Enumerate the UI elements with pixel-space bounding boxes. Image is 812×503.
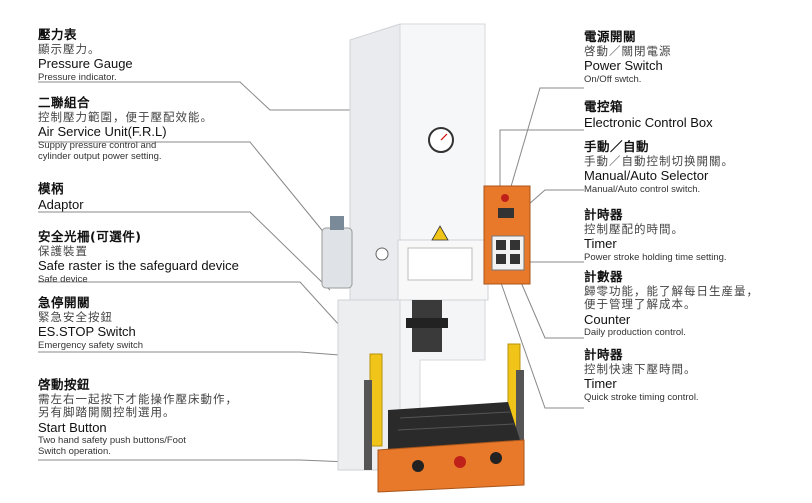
en-title: Adaptor	[38, 196, 84, 212]
callout-manual-auto-selector: 手動／自動 手動／自動控制切换開關。 Manual/Auto Selector …	[584, 139, 734, 195]
cn-title: 二聯組合	[38, 95, 91, 110]
en-title: Electronic Control Box	[584, 114, 713, 130]
cn-title: 模柄	[38, 181, 65, 196]
warning-label	[407, 247, 473, 281]
cn-desc-2: 另有脚踏開關控制選用。	[38, 405, 176, 420]
cn-desc: 控制快速下壓時間。	[584, 361, 697, 376]
en-title: Timer	[584, 376, 617, 392]
cn-desc: 控制壓力範圍，便于壓配效能。	[38, 109, 213, 124]
en-desc: Pressure indicator.	[38, 71, 117, 83]
cn-title: 安全光柵(可選件)	[38, 229, 142, 244]
emergency-stop-button	[454, 456, 466, 468]
callout-power-switch: 電源開關 啓動／關閉電源 Power Switch On/Off swtch.	[584, 29, 672, 85]
en-desc-2: Switch operation.	[38, 446, 111, 458]
en-desc: Suppiy pressure control and	[38, 139, 157, 151]
callout-air-service-unit: 二聯組合 控制壓力範圍，便于壓配效能。 Air Service Unit(F.R…	[38, 95, 213, 162]
cn-desc: 顯示壓力。	[38, 41, 101, 56]
cn-desc: 控制壓配的時間。	[584, 221, 684, 236]
callout-adaptor: 模柄 Adaptor	[38, 181, 84, 212]
cn-title: 計數器	[584, 269, 624, 284]
en-desc: Emergency safety switch	[38, 339, 144, 351]
en-desc: Manual/Auto control switch.	[584, 183, 701, 195]
cn-desc: 保護裝置	[38, 243, 88, 258]
cn-desc-2: 便于管理了解成本。	[584, 297, 697, 312]
air-service-unit	[321, 227, 353, 289]
en-title: Safe raster is the safeguard device	[38, 258, 239, 274]
cn-title: 壓力表	[38, 27, 78, 42]
en-title: Power Switch	[584, 58, 663, 74]
t-slot-table	[388, 402, 520, 450]
en-desc: On/Off swtch.	[584, 73, 642, 85]
cn-title: 電源開關	[584, 29, 637, 44]
en-desc-2: cylinder output power setting.	[38, 150, 162, 162]
callout-start-button: 啓動按鈕 需左右一起按下才能操作壓床動作， 另有脚踏開關控制選用。 Start …	[38, 377, 238, 458]
power-switch-icon	[501, 194, 509, 202]
machine-base	[377, 439, 525, 493]
en-title: Manual/Auto Selector	[584, 168, 709, 184]
callout-pressure-gauge: 壓力表 顯示壓力。 Pressure Gauge Pressure indica…	[38, 27, 133, 83]
warning-triangle-icon	[431, 225, 449, 241]
callout-timer-quick: 計時器 控制快速下壓時間。 Timer Quick stroke timing …	[584, 347, 699, 403]
cn-desc: 手動／自動控制切换開關。	[584, 153, 734, 168]
en-desc: Power stroke holding time setting.	[584, 251, 727, 263]
cn-desc: 歸零功能，能了解每日生産量，	[584, 283, 759, 298]
manual-auto-selector	[498, 208, 514, 218]
cn-desc: 啓動／關閉電源	[584, 43, 672, 58]
cn-title: 電控箱	[584, 99, 624, 114]
cn-title: 計時器	[584, 347, 624, 362]
en-desc: Two hand safety push buttons/Foot	[38, 435, 186, 447]
en-title: Air Service Unit(F.R.L)	[38, 124, 167, 140]
en-desc: Daily production control.	[584, 327, 686, 339]
cn-title: 急停開關	[38, 295, 91, 310]
callout-electronic-control-box: 電控箱 Electronic Control Box	[584, 99, 713, 130]
cn-title: 計時器	[584, 207, 624, 222]
en-title: Timer	[584, 236, 617, 252]
en-desc: Quick stroke timing control.	[584, 391, 699, 403]
en-desc: Safe device	[38, 273, 88, 285]
en-title: Pressure Gauge	[38, 56, 133, 72]
cn-desc: 需左右一起按下才能操作壓床動作，	[38, 391, 238, 406]
en-title: ES.STOP Switch	[38, 324, 136, 340]
callout-es-stop-switch: 急停開關 緊急安全按鈕 ES.STOP Switch Emergency saf…	[38, 295, 144, 351]
start-button-left	[412, 460, 424, 472]
cn-title: 手動／自動	[584, 139, 650, 154]
callout-safe-raster: 安全光柵(可選件) 保護裝置 Safe raster is the safegu…	[38, 229, 239, 285]
en-title: Start Button	[38, 419, 107, 435]
callout-counter: 計數器 歸零功能，能了解每日生産量， 便于管理了解成本。 Counter Dai…	[584, 269, 759, 339]
en-title: Counter	[584, 311, 631, 327]
cn-desc: 緊急安全按鈕	[38, 309, 113, 324]
cn-title: 啓動按鈕	[38, 377, 91, 392]
start-button-right	[490, 452, 502, 464]
callout-timer-hold: 計時器 控制壓配的時間。 Timer Power stroke holding …	[584, 207, 727, 263]
